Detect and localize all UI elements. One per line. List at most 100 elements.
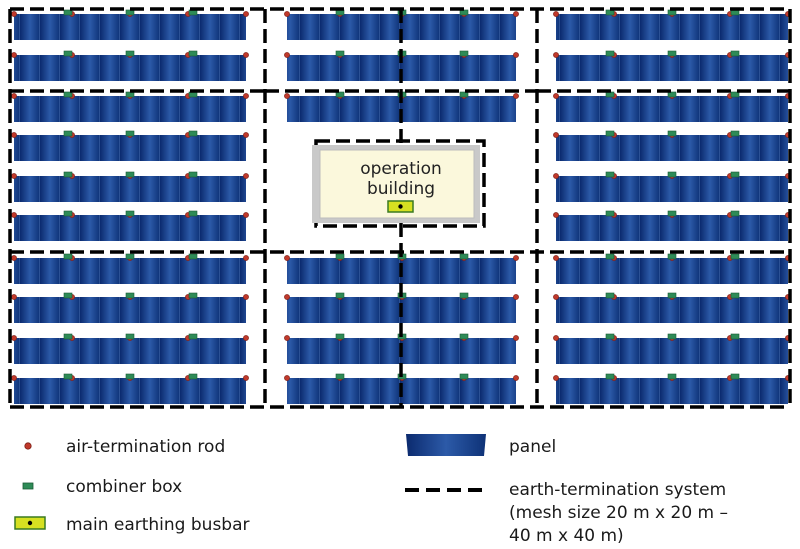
combiner-box-icon [125,171,135,178]
combiner-box-icon [730,253,740,260]
solar-panel [556,176,788,202]
combiner-box-icon [188,333,198,340]
panel-row [553,292,791,323]
air-termination-rod-icon [243,255,249,261]
combiner-box-icon [63,9,73,16]
combiner-box-icon [667,253,677,260]
panel-row [553,130,791,161]
combiner-box-icon [188,171,198,178]
air-termination-rod-icon [513,375,519,381]
air-termination-rod-icon [243,52,249,58]
air-termination-rod-icon [11,173,17,179]
air-termination-rod-icon [513,294,519,300]
combiner-box-icon [125,130,135,137]
combiner-box-icon [125,292,135,299]
panel-row [11,9,249,40]
air-termination-rod-icon [553,93,559,99]
combiner-box-icon [63,333,73,340]
combiner-box-icon [188,130,198,137]
air-termination-rod-icon [243,335,249,341]
combiner-box-icon [63,130,73,137]
panel-row [553,373,791,404]
air-termination-rod-icon [553,11,559,17]
air-termination-rod-icon [284,11,290,17]
air-termination-rod-icon [284,93,290,99]
combiner-box-icon [63,292,73,299]
air-termination-rod-icon [243,212,249,218]
combiner-box-icon [459,333,469,340]
air-termination-rod-icon [243,375,249,381]
legend-main-earthing-busbar: main earthing busbar [66,515,250,535]
combiner-box-icon [667,210,677,217]
panel-legend-icon [406,434,486,456]
solar-panel [14,338,246,364]
legend: air-termination rod combiner box main ea… [14,434,728,546]
solar-panel [14,215,246,241]
busbar-legend-dot-icon [27,520,33,526]
air-termination-rod-icon [553,132,559,138]
air-termination-rod-icon [11,93,17,99]
air-termination-rod-icon [553,375,559,381]
panel-row [11,333,249,364]
combiner-box-icon [605,130,615,137]
air-termination-rod-icon [11,294,17,300]
air-termination-rod-icon [284,335,290,341]
panel-row [553,171,791,202]
solar-panel [14,258,246,284]
building-label-line2: building [367,179,435,199]
combiner-box-icon [667,50,677,57]
panel-row [553,9,791,40]
combiner-box-icon [63,373,73,380]
air-termination-rod-icon [513,11,519,17]
combiner-box-icon [335,292,345,299]
combiner-box-icon [125,253,135,260]
air-termination-rod-icon [553,255,559,261]
combiner-box-icon [605,333,615,340]
solar-panel [556,297,788,323]
combiner-box-icon [459,91,469,98]
combiner-box-icon [335,333,345,340]
air-termination-rod-icon [11,11,17,17]
legend-combiner-box: combiner box [66,477,182,497]
air-termination-rod-icon [553,294,559,300]
combiner-box-icon [667,130,677,137]
air-termination-rod-icon [11,335,17,341]
panel-row [11,253,249,284]
combiner-box-icon [459,50,469,57]
panel-row [553,210,791,241]
combiner-box-icon [730,91,740,98]
panel-row [11,50,249,81]
combiner-box-icon [188,292,198,299]
combiner-box-icon [667,91,677,98]
combiner-box-icon [667,373,677,380]
combiner-box-icon [730,333,740,340]
combiner-box-icon [125,333,135,340]
air-termination-rod-icon [11,212,17,218]
panel-row [11,292,249,323]
combiner-box-icon [730,373,740,380]
panel-row [553,50,791,81]
air-termination-rod-icon [11,52,17,58]
combiner-box-icon [667,171,677,178]
panel-row [11,91,249,122]
panel-rows [11,9,791,404]
air-termination-rod-icon [284,255,290,261]
air-termination-rod-icon [11,255,17,261]
combiner-box-icon [188,50,198,57]
air-termination-rod-icon [11,132,17,138]
combiner-box-icon [730,171,740,178]
air-termination-rod-icon [513,93,519,99]
combiner-box-icon [605,373,615,380]
busbar-dot-icon [398,204,403,209]
solar-panel [556,378,788,404]
combiner-box-icon [335,50,345,57]
air-termination-rod-icon [243,294,249,300]
air-termination-rod-icon [243,132,249,138]
solar-panel [556,258,788,284]
panel-row [11,130,249,161]
air-termination-rod-icon [243,11,249,17]
combiner-box-icon [188,253,198,260]
combiner-box-icon [730,210,740,217]
air-termination-rod-icon [243,173,249,179]
